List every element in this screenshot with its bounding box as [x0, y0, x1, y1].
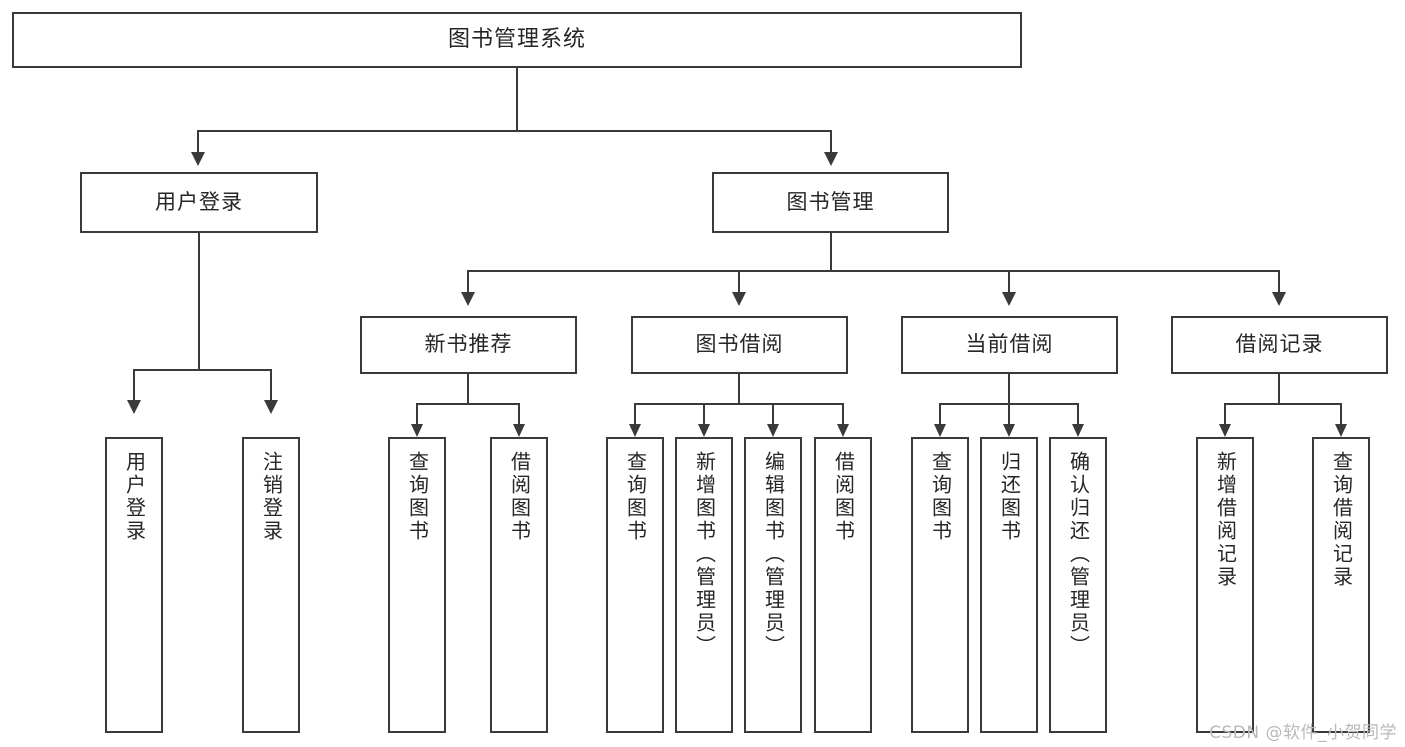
connector-level2-bus [467, 270, 1280, 272]
connector-cb-drop-2 [1008, 403, 1010, 425]
connector-user-login-bus [133, 369, 271, 371]
node-new-book-recommend[interactable]: 新书推荐 [360, 316, 577, 374]
connector-bb-drop-1 [634, 403, 636, 425]
connector-cb-drop-1 [939, 403, 941, 425]
node-current-borrow[interactable]: 当前借阅 [901, 316, 1118, 374]
arrow-to-borrow-record [1272, 292, 1286, 306]
node-label: 图书借阅 [695, 332, 784, 357]
arrow-to-book-borrow [732, 292, 746, 306]
connector-br-drop-1 [1224, 403, 1226, 425]
arrow-to-bb-leaf-4 [837, 424, 849, 437]
connector-level2-drop-4 [1278, 270, 1280, 293]
leaf-bb-query-book[interactable]: 查询图书 [606, 437, 664, 733]
leaf-label: 查询图书 [405, 451, 430, 543]
connector-user-login-drop-1 [133, 369, 135, 401]
connector-bb-drop-4 [842, 403, 844, 425]
connector-level1-bus [197, 130, 832, 132]
node-book-borrow[interactable]: 图书借阅 [631, 316, 848, 374]
leaf-bb-add-book[interactable]: 新增图书（管理员） [675, 437, 733, 733]
leaf-cb-confirm-return[interactable]: 确认归还（管理员） [1049, 437, 1107, 733]
arrow-to-bb-leaf-3 [767, 424, 779, 437]
connector-root-stem [516, 68, 518, 131]
leaf-bb-borrow-book[interactable]: 借阅图书 [814, 437, 872, 733]
node-label: 新书推荐 [424, 332, 513, 357]
connector-level1-drop-left [197, 130, 199, 153]
leaf-label: 用户登录 [122, 451, 147, 543]
leaf-user-login[interactable]: 用户登录 [105, 437, 163, 733]
connector-nbr-drop-1 [416, 403, 418, 425]
node-user-login[interactable]: 用户登录 [80, 172, 318, 233]
node-label: 用户登录 [155, 189, 243, 214]
leaf-nbr-borrow-book[interactable]: 借阅图书 [490, 437, 548, 733]
connector-bb-drop-2 [703, 403, 705, 425]
leaf-cb-query-book[interactable]: 查询图书 [911, 437, 969, 733]
node-borrow-record[interactable]: 借阅记录 [1171, 316, 1388, 374]
leaf-label: 注销登录 [259, 451, 284, 543]
leaf-label: 确认归还（管理员） [1066, 451, 1091, 658]
connector-bb-bus [634, 403, 844, 405]
arrow-to-book-manage [824, 152, 838, 166]
arrow-to-cb-leaf-1 [934, 424, 946, 437]
leaf-br-add-record[interactable]: 新增借阅记录 [1196, 437, 1254, 733]
node-label: 图书管理系统 [447, 26, 586, 52]
leaf-label: 归还图书 [997, 451, 1022, 543]
leaf-logout[interactable]: 注销登录 [242, 437, 300, 733]
leaf-label: 查询图书 [623, 451, 648, 543]
arrow-to-cb-leaf-2 [1003, 424, 1015, 437]
leaf-nbr-query-book[interactable]: 查询图书 [388, 437, 446, 733]
arrow-to-nbr-leaf-1 [411, 424, 423, 437]
node-label: 当前借阅 [965, 332, 1054, 357]
leaf-label: 查询图书 [928, 451, 953, 543]
node-book-manage[interactable]: 图书管理 [712, 172, 949, 233]
connector-nbr-stem [467, 374, 469, 405]
arrow-to-user-login [191, 152, 205, 166]
arrow-to-leaf-user-login [127, 400, 141, 414]
leaf-cb-return-book[interactable]: 归还图书 [980, 437, 1038, 733]
node-label: 图书管理 [786, 189, 875, 214]
leaf-label: 借阅图书 [507, 451, 532, 543]
arrow-to-br-leaf-2 [1335, 424, 1347, 437]
connector-user-login-stem [198, 233, 200, 371]
arrow-to-new-book-recommend [461, 292, 475, 306]
arrow-to-br-leaf-1 [1219, 424, 1231, 437]
arrow-to-leaf-logout [264, 400, 278, 414]
connector-cb-stem [1008, 374, 1010, 405]
connector-level2-drop-1 [467, 270, 469, 293]
leaf-label: 新增借阅记录 [1213, 451, 1238, 589]
arrow-to-cb-leaf-3 [1072, 424, 1084, 437]
arrow-to-bb-leaf-1 [629, 424, 641, 437]
connector-br-bus [1224, 403, 1342, 405]
leaf-label: 编辑图书（管理员） [761, 451, 786, 658]
node-label: 借阅记录 [1235, 332, 1324, 357]
connector-br-stem [1278, 374, 1280, 405]
connector-level1-drop-right [830, 130, 832, 153]
connector-level2-drop-2 [738, 270, 740, 293]
connector-bb-drop-3 [772, 403, 774, 425]
connector-br-drop-2 [1340, 403, 1342, 425]
node-root-system[interactable]: 图书管理系统 [12, 12, 1022, 68]
leaf-label: 新增图书（管理员） [692, 451, 717, 658]
connector-cb-drop-3 [1077, 403, 1079, 425]
arrow-to-current-borrow [1002, 292, 1016, 306]
connector-bb-stem [738, 374, 740, 405]
connector-user-login-drop-2 [270, 369, 272, 401]
connector-level2-drop-3 [1008, 270, 1010, 293]
leaf-bb-edit-book[interactable]: 编辑图书（管理员） [744, 437, 802, 733]
leaf-br-query-record[interactable]: 查询借阅记录 [1312, 437, 1370, 733]
arrow-to-bb-leaf-2 [698, 424, 710, 437]
arrow-to-nbr-leaf-2 [513, 424, 525, 437]
connector-nbr-bus [416, 403, 520, 405]
connector-nbr-drop-2 [518, 403, 520, 425]
leaf-label: 借阅图书 [831, 451, 856, 543]
leaf-label: 查询借阅记录 [1329, 451, 1354, 589]
connector-book-manage-stem [830, 233, 832, 272]
